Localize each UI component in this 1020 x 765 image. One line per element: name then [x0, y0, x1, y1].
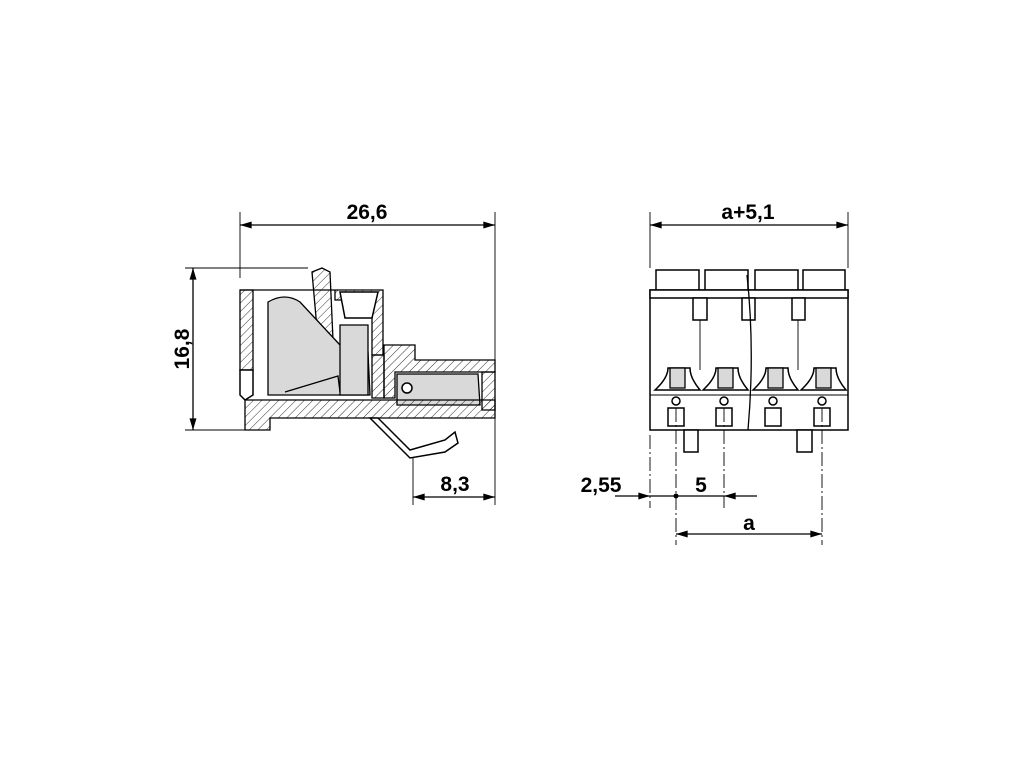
position-1: [653, 297, 708, 427]
side-view: 26,6 16,8 8,3: [171, 201, 496, 505]
spring-leg: [284, 375, 341, 393]
position-3: [751, 297, 806, 427]
solder-pin: [683, 429, 699, 453]
edge-offset-label: 2,55: [581, 474, 622, 497]
locking-hook: [368, 417, 459, 459]
top-bumps: [655, 269, 846, 291]
housing-left-wall: [239, 289, 254, 371]
actuator-opening: [339, 291, 379, 319]
contact-hole: [401, 382, 413, 394]
solder-pin: [796, 429, 813, 453]
pin-offset-label: 8,3: [440, 473, 469, 496]
height-label: 16,8: [171, 328, 194, 369]
break-line: [746, 274, 752, 431]
pusher-section: [339, 324, 369, 396]
length-label: 26,6: [347, 201, 388, 224]
front-view: a+5,1: [581, 201, 849, 545]
width-label: a+5,1: [721, 201, 774, 224]
inner-wall: [371, 354, 385, 399]
positions: [650, 297, 848, 427]
pitch-label: 5: [695, 474, 707, 497]
housing-left-lower: [239, 369, 254, 401]
housing-base: [244, 399, 496, 431]
span-label: a: [743, 512, 755, 535]
dimension-dot: [673, 493, 679, 499]
